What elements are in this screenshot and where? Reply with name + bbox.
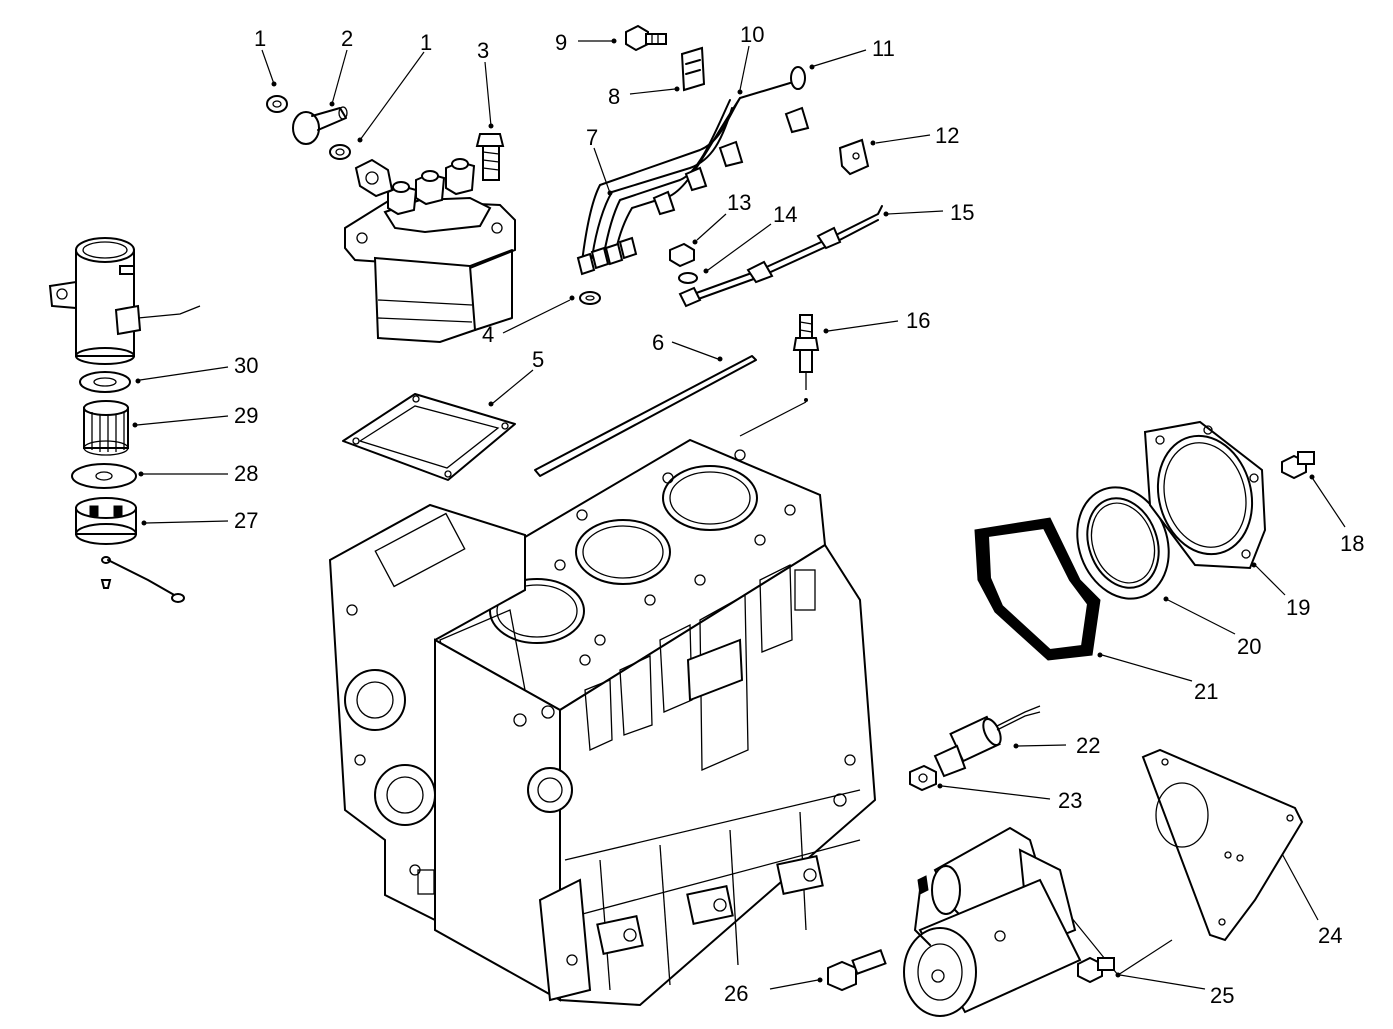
callout-29: 29 xyxy=(234,403,259,428)
callout-7: 7 xyxy=(586,125,599,150)
leak-off-pipe-part-15 xyxy=(678,205,883,308)
callout-24: 24 xyxy=(1318,923,1343,948)
gasket-part-5 xyxy=(342,393,516,481)
rear-cover-part-19 xyxy=(1143,420,1267,570)
gasket-strip-part-6 xyxy=(534,355,757,477)
nut-part-23 xyxy=(909,764,937,792)
washer-part-30 xyxy=(79,371,131,393)
callout-25: 25 xyxy=(1210,983,1235,1008)
callout-22: 22 xyxy=(1076,733,1101,758)
bowl-part-27 xyxy=(75,497,137,545)
mounting-plate-part-24 xyxy=(1141,748,1304,942)
cylinder-block xyxy=(328,438,877,1007)
glow-plug-part-16 xyxy=(792,314,820,390)
washer-part-14 xyxy=(678,272,698,284)
banjo-fitting-part-2 xyxy=(292,106,348,145)
callout-19: 19 xyxy=(1286,595,1311,620)
callout-21: 21 xyxy=(1194,679,1219,704)
injection-pump xyxy=(344,158,516,344)
bolt-part-25 xyxy=(1077,956,1115,984)
injection-pipes-part-7 xyxy=(576,66,810,276)
washer-part-1b xyxy=(329,144,351,160)
bolt-part-26 xyxy=(827,949,887,992)
callout-9: 9 xyxy=(555,30,568,55)
callout-12: 12 xyxy=(935,123,960,148)
clip-part-8 xyxy=(680,46,706,92)
oil-seal-part-20 xyxy=(1076,486,1170,600)
callout-1a: 1 xyxy=(254,26,267,51)
callout-5: 5 xyxy=(532,347,545,372)
callout-13: 13 xyxy=(727,190,752,215)
fuel-filter-housing xyxy=(48,237,201,365)
bolt-part-9 xyxy=(625,24,667,52)
callout-15: 15 xyxy=(950,200,975,225)
callout-3: 3 xyxy=(477,38,490,63)
washer-part-28 xyxy=(71,463,137,489)
callout-2: 2 xyxy=(341,26,354,51)
callout-1b: 1 xyxy=(420,30,433,55)
filter-element-part-29 xyxy=(83,400,129,456)
drain-screw-and-wire xyxy=(100,556,185,603)
bolt-part-3 xyxy=(475,133,505,181)
callout-10: 10 xyxy=(740,22,765,47)
callout-11: 11 xyxy=(872,36,895,61)
nut-part-13 xyxy=(669,242,695,268)
washer-part-1a xyxy=(266,95,288,113)
clip-part-12 xyxy=(838,138,870,176)
callout-14: 14 xyxy=(773,202,798,227)
callout-28: 28 xyxy=(234,461,259,486)
callout-20: 20 xyxy=(1237,634,1262,659)
callout-30: 30 xyxy=(234,353,259,378)
callout-23: 23 xyxy=(1058,788,1083,813)
callout-4: 4 xyxy=(482,322,495,347)
gasket-part-21 xyxy=(974,517,1101,661)
sensor-part-22 xyxy=(933,705,1041,778)
callout-18: 18 xyxy=(1340,531,1365,556)
bolt-part-18 xyxy=(1281,451,1315,480)
callout-8: 8 xyxy=(608,84,621,109)
callout-27: 27 xyxy=(234,508,259,533)
callout-16: 16 xyxy=(906,308,931,333)
callout-6: 6 xyxy=(652,330,665,355)
callout-26: 26 xyxy=(724,981,749,1006)
starter-motor xyxy=(903,826,1082,1017)
washer-part-4 xyxy=(579,291,601,305)
